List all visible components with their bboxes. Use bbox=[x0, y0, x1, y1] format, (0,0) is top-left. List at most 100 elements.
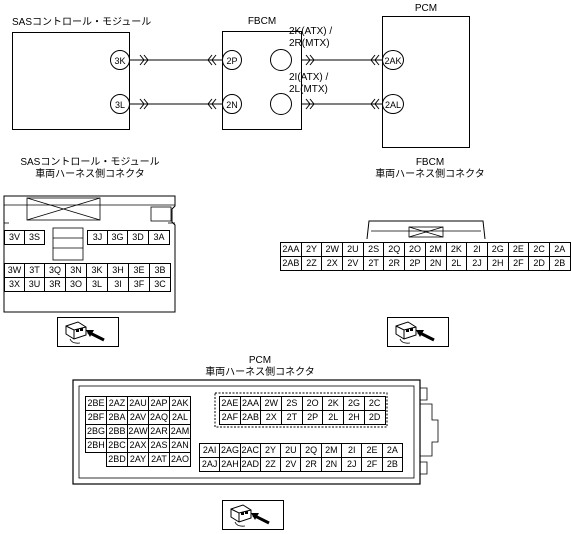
pin-cell: 2L bbox=[322, 410, 345, 425]
pin-cell: 2BD bbox=[106, 452, 128, 467]
pin-cell: 2AQ bbox=[148, 410, 170, 425]
pin-cell: 3C bbox=[149, 277, 171, 292]
pin-cell: 2J bbox=[341, 457, 363, 472]
pin-cell: 2BB bbox=[106, 424, 128, 439]
pin-cell: 2X bbox=[260, 410, 283, 425]
pin-cell: 2E bbox=[507, 242, 530, 257]
pin-cell: 2AL bbox=[169, 410, 191, 425]
pin-cell: 3E bbox=[128, 263, 150, 278]
sas-connector-subtitle: 車両ハーネス側コネクタ bbox=[35, 169, 145, 180]
pin-cell: 2H bbox=[343, 410, 365, 425]
pin-cell: 2D bbox=[528, 256, 550, 271]
pin-cell: 2AV bbox=[127, 410, 149, 425]
sas-pin-3l: 3L bbox=[110, 94, 130, 114]
pin-cell: 2I bbox=[341, 443, 363, 458]
pin-cell: 2BH bbox=[85, 438, 107, 453]
pin-cell: 2AM bbox=[169, 424, 191, 439]
pin-cell: 2BE bbox=[85, 396, 107, 411]
pin-cell bbox=[86, 453, 107, 467]
pin-cell: 2U bbox=[280, 443, 302, 458]
fbcm-connector-subtitle: 車両ハーネス側コネクタ bbox=[375, 169, 485, 180]
sas-connector-rows: 3W 3T 3Q 3N 3K 3H 3E 3B 3X 3U 3R 3O 3L 3… bbox=[4, 263, 171, 292]
pin-cell: 2AK bbox=[169, 396, 191, 411]
pin-cell: 2P bbox=[301, 410, 324, 425]
pin-cell: 2Y bbox=[259, 443, 282, 458]
pin-cell: 2N bbox=[320, 457, 343, 472]
sas-module-box bbox=[12, 32, 130, 130]
fbcm-pin-2n: 2N bbox=[222, 94, 242, 114]
pin-cell: 2AS bbox=[148, 438, 170, 453]
pin-cell: 2U bbox=[342, 242, 364, 257]
pin-cell: 2X bbox=[321, 256, 344, 271]
pin-cell: 3O bbox=[65, 277, 87, 292]
fbcm-box bbox=[222, 31, 302, 130]
pin-cell: 3B bbox=[149, 263, 171, 278]
pcm-box bbox=[382, 16, 470, 148]
pin-cell: 2AA bbox=[239, 396, 262, 411]
pin-cell: 3J bbox=[87, 230, 108, 245]
pin-cell: 2M bbox=[320, 443, 343, 458]
pin-cell: 3H bbox=[107, 263, 129, 278]
pin-cell: 2K bbox=[445, 242, 468, 257]
pin-cell: 3A bbox=[148, 230, 170, 245]
pin-cell: 2W bbox=[260, 396, 283, 411]
pin-cell: 2BG bbox=[85, 424, 107, 439]
pin-cell: 2P bbox=[404, 256, 426, 271]
pin-cell: 2A bbox=[548, 242, 571, 257]
pin-cell: 2AG bbox=[219, 443, 241, 458]
pin-cell: 2AC bbox=[239, 443, 261, 458]
pin-cell: 2C bbox=[528, 242, 550, 257]
pin-cell: 2B bbox=[381, 457, 403, 472]
pin-cell: 2S bbox=[362, 242, 385, 257]
pin-cell: 3R bbox=[44, 277, 66, 292]
pin-cell: 2C bbox=[363, 396, 386, 411]
pin-cell: 2AB bbox=[239, 410, 262, 425]
pin-cell: 2J bbox=[466, 256, 488, 271]
pin-cell: 2R bbox=[383, 256, 406, 271]
pin-cell: 2AB bbox=[280, 256, 302, 271]
pin-cell: 3U bbox=[24, 277, 45, 292]
pin-cell: 2AE bbox=[219, 396, 241, 411]
wire-label-1a: 2K(ATX) / bbox=[289, 26, 333, 37]
pin-cell: 2O bbox=[404, 242, 426, 257]
sas-connector-title: SASコントロール・モジュール bbox=[20, 157, 160, 168]
pcm-connector-title: PCM bbox=[248, 355, 272, 366]
pin-cell: 2Q bbox=[383, 242, 406, 257]
fbcm-pin-right-1 bbox=[270, 49, 292, 71]
pin-cell: 2AH bbox=[219, 457, 241, 472]
pin-cell: 3F bbox=[128, 277, 150, 292]
pin-cell: 3S bbox=[24, 230, 45, 245]
pin-cell: 2D bbox=[363, 410, 386, 425]
pin-cell: 2BA bbox=[106, 410, 128, 425]
pin-cell: 2E bbox=[361, 443, 383, 458]
wire-label-1b: 2R(MTX) bbox=[289, 38, 330, 49]
pin-cell: 2B bbox=[548, 256, 571, 271]
pin-cell: 2AI bbox=[198, 443, 221, 458]
pin-cell: 3L bbox=[86, 277, 108, 292]
pcm-pin-2al: 2AL bbox=[382, 94, 404, 114]
pin-cell: 2AF bbox=[219, 410, 241, 425]
pin-cell: 3G bbox=[107, 230, 128, 245]
wire-label-2b: 2L(MTX) bbox=[289, 84, 328, 95]
pin-cell: 2Z bbox=[259, 457, 282, 472]
pin-cell: 2F bbox=[361, 457, 383, 472]
pin-cell: 3V bbox=[4, 230, 25, 245]
pin-cell: 2AU bbox=[127, 396, 149, 411]
pin-cell: 2V bbox=[342, 256, 364, 271]
sas-connector-row1-right: 3J 3G 3D 3A bbox=[87, 230, 170, 245]
wire-label-2a: 2I(ATX) / bbox=[289, 72, 329, 83]
pin-cell: 2N bbox=[424, 256, 447, 271]
sas-module-title: SASコントロール・モジュール bbox=[12, 17, 152, 28]
pcm-title: PCM bbox=[414, 3, 438, 14]
pin-cell: 2R bbox=[300, 457, 322, 472]
pin-cell: 2Z bbox=[300, 256, 323, 271]
pin-cell: 2T bbox=[281, 410, 303, 425]
sas-connector-row1-left: 3V 3S bbox=[4, 230, 45, 245]
pin-cell: 2Y bbox=[300, 242, 323, 257]
pin-cell: 2AR bbox=[148, 424, 170, 439]
